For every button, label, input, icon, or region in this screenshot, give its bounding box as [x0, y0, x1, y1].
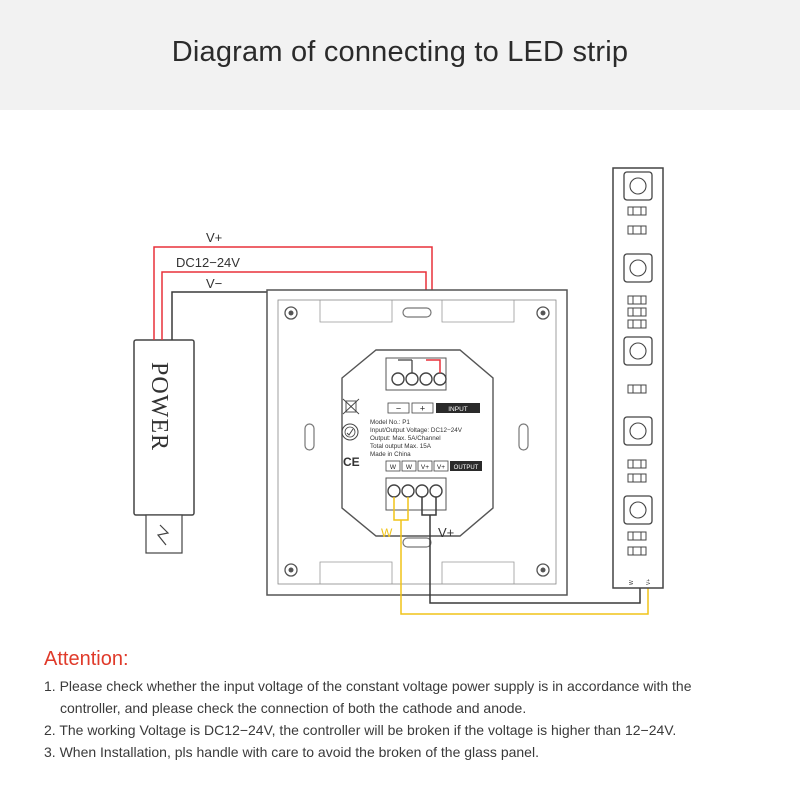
screw-hole: [284, 306, 298, 320]
resistor-group: [627, 206, 647, 556]
terminal-input-2: [405, 372, 419, 386]
spec-total: Total output Max. 15A: [370, 443, 432, 450]
screw-hole: [284, 563, 298, 577]
input-terminal-label: +: [420, 404, 425, 414]
controller-panel: − + INPUT CE Model No.: P1 Input/Output …: [266, 289, 568, 596]
input-label: INPUT: [448, 406, 468, 413]
terminal-output-4: [429, 484, 443, 498]
led-strip: W V+: [612, 167, 664, 589]
led-chip: [623, 171, 653, 201]
terminal-output-2: [401, 484, 415, 498]
label-wire-vplus: V+: [438, 525, 454, 540]
power-label: POWER: [146, 362, 172, 451]
output-terminal-label: V+: [421, 464, 429, 471]
black-wire-vplus: [429, 515, 641, 604]
label-dc-voltage: DC12−24V: [176, 255, 240, 270]
spec-made-in: Made in China: [370, 451, 411, 458]
terminal-input-3: [419, 372, 433, 386]
attention-notes: 1. Please check whether the input voltag…: [44, 676, 774, 764]
attention-item-1: 1. Please check whether the input voltag…: [44, 678, 692, 694]
screw-hole: [536, 306, 550, 320]
attention-item-2: 2. The working Voltage is DC12−24V, the …: [44, 722, 677, 738]
attention-heading: Attention:: [44, 648, 129, 670]
wiring-diagram: POWER V+ DC12−24V V−: [133, 167, 664, 615]
rohs-seal-icon: [341, 423, 359, 441]
label-v-minus: V−: [206, 276, 222, 291]
page-title: Diagram of connecting to LED strip: [171, 36, 629, 68]
led-chip: [623, 416, 653, 446]
output-wires: W V+: [381, 497, 649, 615]
output-terminal-label: W: [406, 464, 413, 471]
ac-lightning-icon: [156, 524, 170, 546]
title-band: [0, 0, 800, 110]
strip-pin-vplus: V+: [646, 579, 652, 585]
label-v-plus: V+: [206, 230, 222, 245]
led-chip: [623, 495, 653, 525]
led-chip: [623, 336, 653, 366]
label-wire-w: W: [381, 526, 393, 540]
led-chip: [623, 253, 653, 283]
terminal-input-1: [391, 372, 405, 386]
attention-item-1-cont: controller, and please check the connect…: [60, 700, 527, 716]
strip-pin-w: W: [629, 580, 635, 585]
spec-output: Output: Max. 5A/Channel: [370, 435, 441, 442]
terminal-output-3: [415, 484, 429, 498]
input-terminal-label: −: [396, 404, 401, 414]
spec-voltage: Input/Output Voltage: DC12−24V: [370, 427, 463, 434]
output-terminal-label: V+: [437, 464, 445, 471]
screw-hole: [536, 563, 550, 577]
power-supply: POWER: [133, 339, 195, 554]
yellow-wire-w: [400, 520, 649, 615]
attention-item-3: 3. When Installation, pls handle with ca…: [44, 744, 539, 760]
terminal-input-4: [433, 372, 447, 386]
spec-model: Model No.: P1: [370, 419, 410, 426]
output-terminal-label: W: [390, 464, 397, 471]
ce-mark: CE: [343, 455, 360, 469]
ac-cable: [145, 514, 183, 554]
terminal-output-1: [387, 484, 401, 498]
weee-bin-icon: [342, 398, 360, 415]
output-label: OUTPUT: [454, 465, 479, 471]
controller-module: [341, 349, 494, 537]
